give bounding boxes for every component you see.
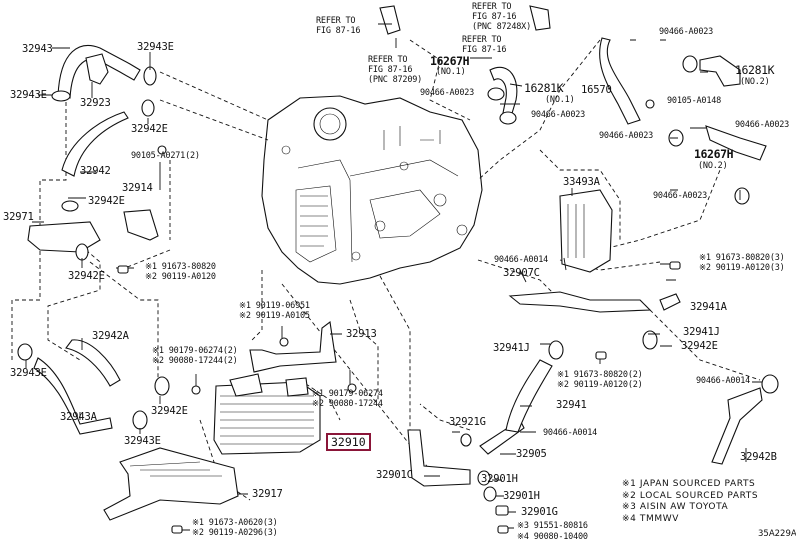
- label-32943a[interactable]: 32943A: [60, 411, 97, 423]
- label-32923[interactable]: 32923: [80, 97, 111, 109]
- label-32917[interactable]: 32917: [252, 488, 283, 500]
- label-refer-to[interactable]: REFER TO: [462, 35, 502, 45]
- label-32901h[interactable]: 32901H: [481, 473, 518, 485]
- label-bolt-90119-a0296[interactable]: ※2 90119-A0296(3): [192, 528, 278, 538]
- label-32942e[interactable]: 32942E: [88, 195, 125, 207]
- label-16267h-no2-sub: (NO.2): [698, 161, 728, 171]
- label-90105-a0148[interactable]: 90105-A0148: [667, 96, 722, 106]
- label-16281k-no1[interactable]: 16281K: [524, 81, 564, 95]
- label-90466-a0023[interactable]: 90466-A0023: [653, 191, 708, 201]
- label-refer-fig[interactable]: FIG 87-16: [472, 12, 517, 22]
- label-bolt-90119-a0120[interactable]: ※2 90119-A0120(2): [557, 380, 643, 390]
- legend-item: ※3 AISIN AW TOYOTA: [622, 502, 729, 512]
- label-bolt-90080-10400[interactable]: ※4 90080-10400: [517, 532, 588, 542]
- label-refer-to[interactable]: REFER TO: [368, 55, 408, 65]
- leader-lines: [25, 23, 762, 531]
- label-refer-pnc[interactable]: (PNC 87248X): [472, 22, 532, 32]
- label-16267h-no1[interactable]: 16267H: [430, 54, 470, 68]
- label-16267h-no1-sub: (NO.1): [436, 67, 466, 77]
- label-bolt-91673-80820[interactable]: ※1 91673-80820(2): [557, 370, 643, 380]
- transaxle-assembly: [261, 95, 483, 285]
- components: [17, 5, 779, 521]
- label-32942e[interactable]: 32942E: [68, 270, 105, 282]
- label-32942a[interactable]: 32942A: [92, 330, 129, 342]
- legend-item: ※2 LOCAL SOURCED PARTS: [622, 490, 759, 501]
- label-32941a[interactable]: 32941A: [690, 301, 727, 313]
- label-bolt-90119-06951[interactable]: ※1 90119-06951: [239, 301, 310, 311]
- label-32914[interactable]: 32914: [122, 182, 153, 194]
- label-32941j[interactable]: 32941J: [493, 342, 530, 354]
- label-32913[interactable]: 32913: [346, 328, 377, 340]
- label-90466-a0014[interactable]: 90466-A0014: [543, 428, 598, 438]
- label-90466-a0023[interactable]: 90466-A0023: [735, 120, 790, 130]
- label-16281k-no2[interactable]: 16281K: [735, 63, 775, 77]
- label-90466-a0023[interactable]: 90466-A0023: [659, 27, 714, 37]
- label-refer-to[interactable]: REFER TO: [472, 2, 512, 12]
- label-90466-a0023[interactable]: 90466-A0023: [531, 110, 586, 120]
- label-bolt-90080-17244[interactable]: ※2 90080-17244(2): [152, 356, 238, 366]
- label-90105-a0271[interactable]: 90105-A0271(2): [131, 151, 200, 161]
- label-bolt-91673-80820[interactable]: ※1 91673-80820(3): [699, 253, 785, 263]
- label-refer-fig[interactable]: FIG 87-16: [462, 45, 507, 55]
- label-bolt-90119-a0120[interactable]: ※2 90119-A0120(3): [699, 263, 785, 273]
- diagram-code: 35A229A: [758, 529, 796, 539]
- label-32942e[interactable]: 32942E: [151, 405, 188, 417]
- label-bolt-91551-80816[interactable]: ※3 91551-80816: [517, 521, 588, 531]
- label-bolt-90119-a0105[interactable]: ※2 90119-A0105: [239, 311, 310, 321]
- fasteners: [117, 99, 681, 534]
- label-32943[interactable]: 32943: [22, 43, 53, 55]
- label-refer-to[interactable]: REFER TO: [316, 16, 356, 26]
- label-32941[interactable]: 32941: [556, 399, 587, 411]
- label-32942b[interactable]: 32942B: [740, 451, 777, 463]
- legend-item: ※4 TMMWV: [622, 513, 680, 524]
- label-32910-highlighted[interactable]: 32910: [326, 433, 371, 451]
- label-bolt-90080-17244[interactable]: ※2 90080-17244: [312, 399, 383, 409]
- label-90466-a0023[interactable]: 90466-A0023: [420, 88, 475, 98]
- label-32942e[interactable]: 32942E: [681, 340, 718, 352]
- label-32943e[interactable]: 32943E: [10, 367, 47, 379]
- label-refer-fig[interactable]: FIG 87-16: [368, 65, 413, 75]
- label-32943e[interactable]: 32943E: [137, 41, 174, 53]
- label-16281k-no1-sub: (NO.1): [545, 95, 575, 105]
- label-32901h[interactable]: 32901H: [503, 490, 540, 502]
- label-90466-a0014[interactable]: 90466-A0014: [494, 255, 549, 265]
- label-16570[interactable]: 16570: [581, 84, 612, 96]
- label-32907c[interactable]: 32907C: [503, 267, 540, 279]
- label-90466-a0014[interactable]: 90466-A0014: [696, 376, 751, 386]
- legend-item: ※1 JAPAN SOURCED PARTS: [622, 479, 756, 489]
- label-32943e[interactable]: 32943E: [10, 89, 47, 101]
- label-refer-pnc[interactable]: (PNC 87209): [368, 75, 423, 85]
- label-33493a[interactable]: 33493A: [563, 176, 600, 188]
- label-32971[interactable]: 32971: [3, 211, 34, 223]
- label-32901g[interactable]: 32901G: [521, 506, 558, 518]
- label-16281k-no2-sub: (NO.2): [740, 77, 770, 87]
- label-bolt-91673-80820[interactable]: ※1 91673-80820: [145, 262, 216, 272]
- label-32942e[interactable]: 32942E: [131, 123, 168, 135]
- label-32941j[interactable]: 32941J: [683, 326, 720, 338]
- label-32901c[interactable]: 32901C: [376, 469, 413, 481]
- label-32921g[interactable]: 32921G: [449, 416, 486, 428]
- legend: ※1 JAPAN SOURCED PARTS ※2 LOCAL SOURCED …: [622, 479, 758, 525]
- label-bolt-90119-a0120[interactable]: ※2 90119-A0120: [145, 272, 216, 282]
- label-16267h-no2[interactable]: 16267H: [694, 147, 734, 161]
- label-bolt-91673-a0620[interactable]: ※1 91673-A0620(3): [192, 518, 278, 528]
- label-32943e[interactable]: 32943E: [124, 435, 161, 447]
- label-32942[interactable]: 32942: [80, 165, 111, 177]
- label-refer-fig[interactable]: FIG 87-16: [316, 26, 361, 36]
- label-32905[interactable]: 32905: [516, 448, 547, 460]
- label-bolt-90179-06274[interactable]: ※1 90179-06274: [312, 389, 383, 399]
- label-90466-a0023[interactable]: 90466-A0023: [599, 131, 654, 141]
- label-bolt-90179-06274[interactable]: ※1 90179-06274(2): [152, 346, 238, 356]
